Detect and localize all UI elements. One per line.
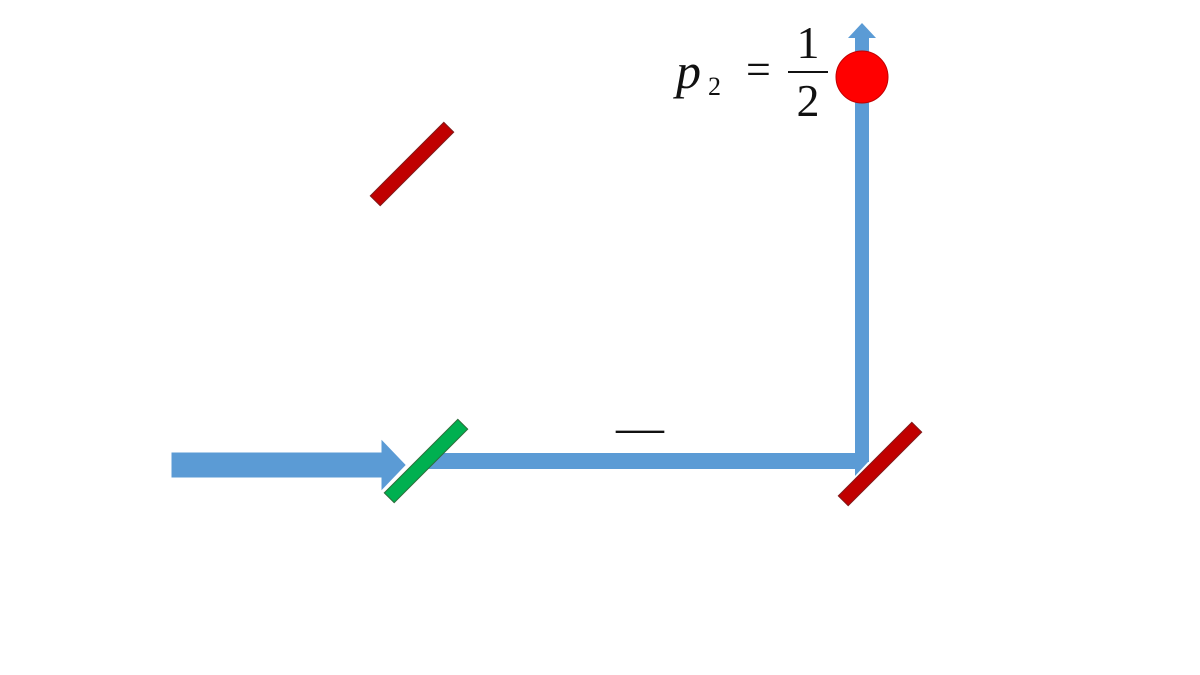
phase-minus-label: — xyxy=(616,401,664,454)
probability-variable: p xyxy=(676,43,701,99)
probability-formula: p 2 = 1 2 xyxy=(676,18,836,128)
detector-dot xyxy=(835,50,889,104)
fraction-numerator: 1 xyxy=(796,17,820,68)
upper-left-mirror xyxy=(369,121,455,207)
probability-subscript: 2 xyxy=(708,72,721,101)
input-beam-arrow xyxy=(171,439,406,491)
lower-right-mirror xyxy=(837,421,923,507)
equals-sign: = xyxy=(746,45,771,94)
fraction-bar xyxy=(788,71,828,73)
horizontal-beam-arrow xyxy=(427,446,869,476)
beam-splitter xyxy=(383,418,469,504)
vertical-beam-arrow xyxy=(848,23,876,462)
fraction-denominator: 2 xyxy=(796,75,820,126)
